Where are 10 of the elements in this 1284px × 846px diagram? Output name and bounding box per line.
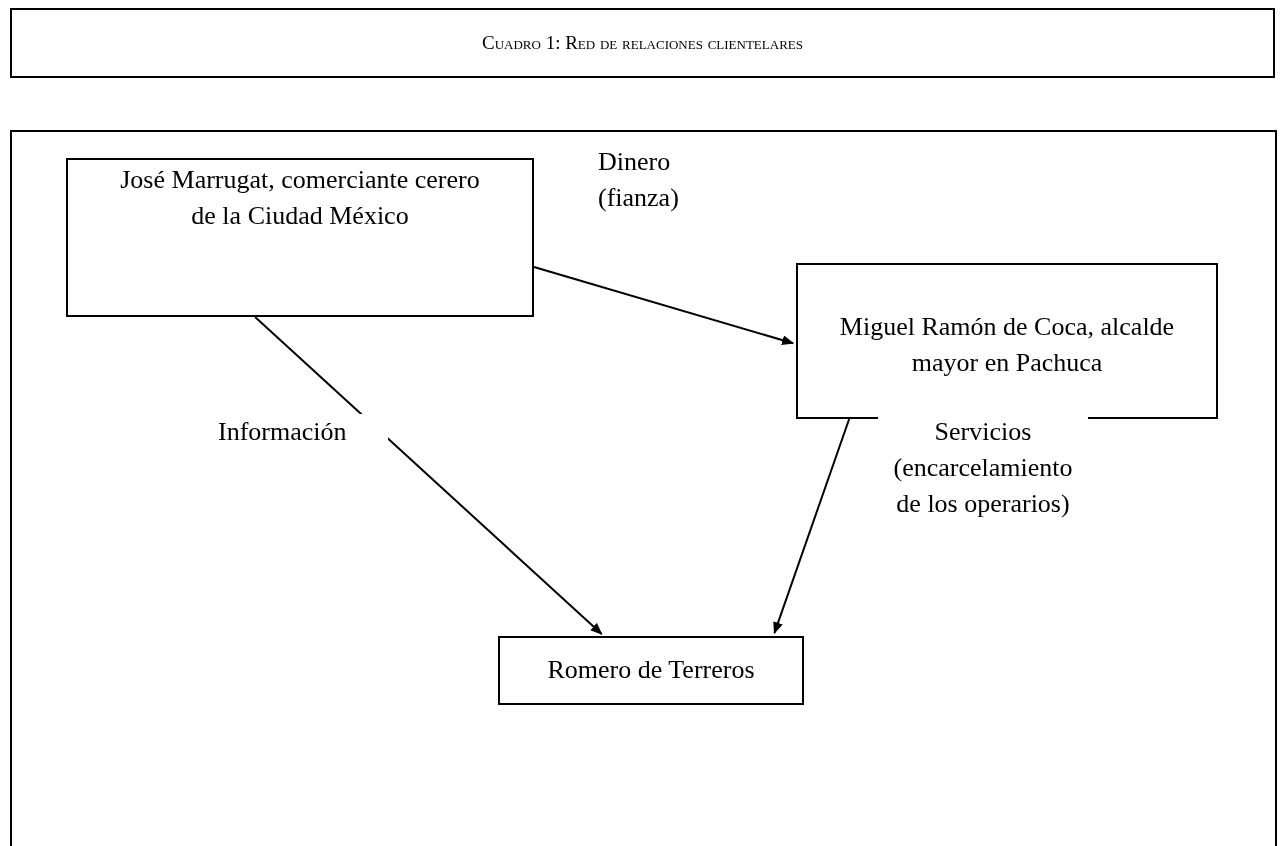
entity-name: Romero de Terreros bbox=[547, 654, 755, 686]
diagram-title: Cuadro 1: Red de relaciones clientelares bbox=[482, 32, 803, 54]
entity-name: José Marrugat, comerciante cerero de la Ciudad México bbox=[119, 164, 481, 232]
arrow bbox=[533, 266, 795, 345]
entity-box bbox=[498, 636, 804, 705]
arrow bbox=[254, 316, 603, 635]
entity-box bbox=[66, 158, 534, 317]
arrow bbox=[773, 418, 851, 635]
entity-box bbox=[796, 263, 1218, 419]
entity-name: Miguel Ramón de Coca, alcalde mayor en Pachuca bbox=[838, 311, 1176, 379]
